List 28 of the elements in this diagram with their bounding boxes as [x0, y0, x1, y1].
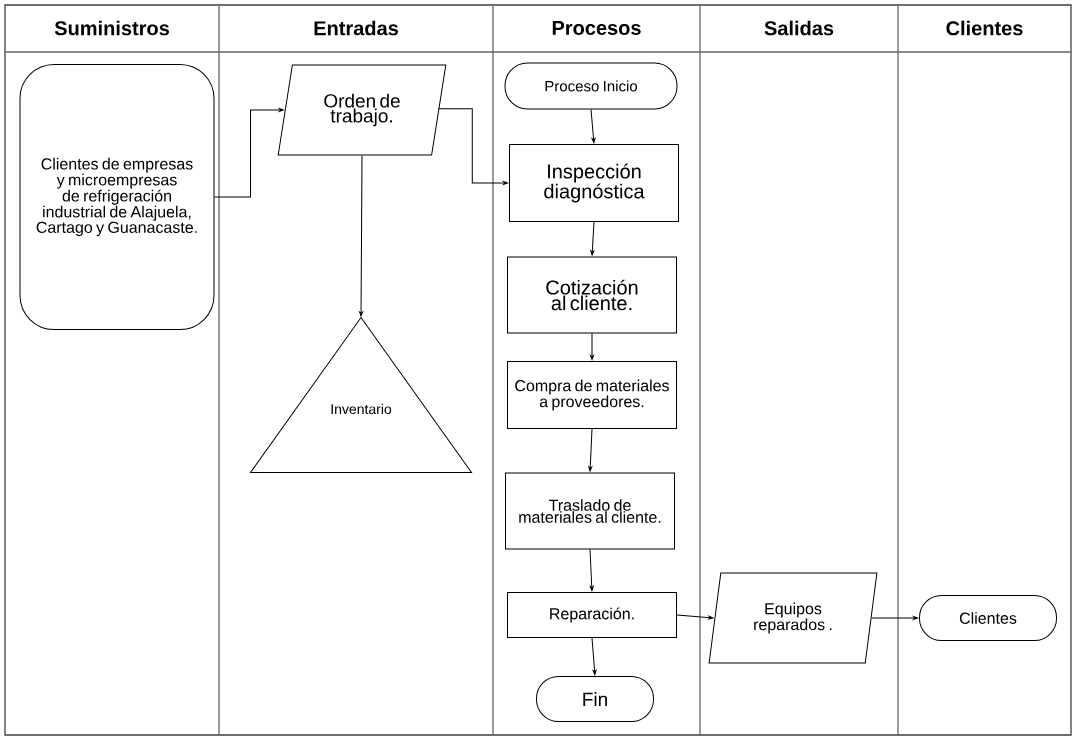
- column-header: Entradas: [314, 20, 398, 36]
- arrow: [590, 109, 596, 143]
- process-box: Traslado de materiales al cliente.: [505, 472, 675, 550]
- arrow: [590, 333, 594, 360]
- arrow: [214, 108, 284, 198]
- process-box: Cotización al cliente.: [507, 256, 677, 334]
- arrow: [437, 108, 508, 185]
- end-terminal: Fin: [536, 676, 654, 722]
- arrow: [588, 428, 593, 472]
- arrow: [590, 221, 595, 256]
- column-header: Salidas: [764, 20, 834, 36]
- process-box: Compra de materiales a proveedores.: [507, 361, 677, 429]
- input-parallelogram: Orden de trabajo.: [277, 64, 447, 156]
- arrow: [591, 637, 597, 675]
- column-header: Suministros: [54, 20, 169, 36]
- inventory-triangle: Inventario: [250, 317, 472, 473]
- process-box: Inspección diagnóstica: [509, 144, 679, 222]
- customer-terminal: Clientes: [919, 595, 1057, 641]
- arrow: [589, 549, 594, 591]
- arrow: [359, 155, 363, 317]
- supplier-box: Clientes de empresas y microempresas de refrigeración industrial de Alajuela, Cartago y Guanacaste.: [19, 64, 215, 330]
- arrow: [676, 614, 714, 620]
- output-parallelogram: Equipos reparados .: [708, 572, 878, 664]
- column-header: Clientes: [946, 20, 1023, 36]
- arrow: [871, 616, 918, 620]
- start-terminal: Proceso Inicio: [504, 62, 678, 110]
- process-box: Reparación.: [507, 592, 677, 638]
- column-header: Procesos: [552, 21, 641, 35]
